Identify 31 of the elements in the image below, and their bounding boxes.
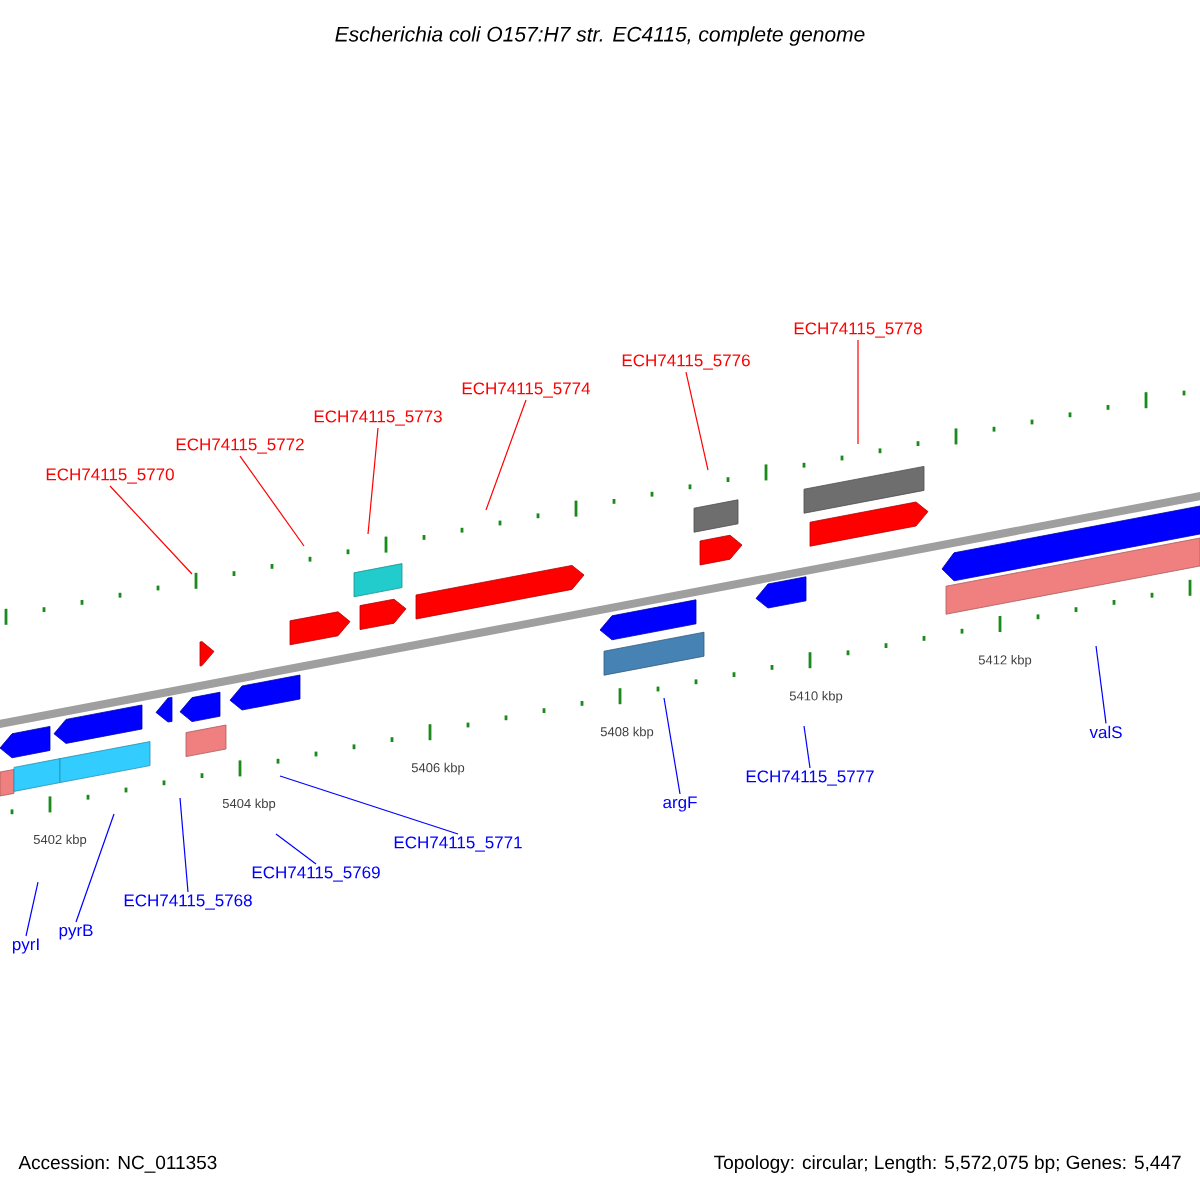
leader-line: [75, 813, 115, 923]
leader-line: [367, 427, 379, 535]
leader-line: [803, 725, 811, 769]
gene-label: ECH74115_5774: [462, 382, 591, 398]
gene-label: argF: [663, 796, 697, 812]
leader-line: [1095, 645, 1107, 724]
gene-label: valS: [1089, 725, 1122, 739]
gene-label: ECH74115_5771: [394, 836, 522, 852]
gene-label: ECH74115_5778: [794, 322, 922, 338]
leader-line: [485, 399, 527, 511]
gene-label: ECH74115_5769: [252, 866, 380, 882]
gene-label: ECH74115_5773: [314, 410, 442, 426]
gene-label: ECH74115_5777: [746, 770, 874, 786]
leader-line: [275, 833, 317, 865]
gene-label: ECH74115_5772: [176, 438, 304, 454]
leader-line: [279, 775, 459, 835]
gene-label: ECH74115_5770: [46, 468, 174, 484]
leader-line: [109, 485, 193, 575]
leader-line: [857, 339, 859, 445]
gene-label: pyrI: [12, 938, 39, 954]
accession-text: Accession: NC_011353: [18, 1155, 217, 1173]
leader-line: [663, 697, 681, 795]
gene-label: pyrB: [59, 924, 93, 940]
gene-label: ECH74115_5776: [622, 354, 750, 370]
leader-line: [179, 797, 189, 893]
leader-line: [239, 455, 305, 547]
genome-info-text: Topology: circular; Length: 5,572,075 bp; Genes: 5,447: [714, 1155, 1181, 1173]
gene-label: ECH74115_5768: [124, 894, 252, 910]
leader-line: [685, 371, 709, 471]
title: Escherichia coli O157:H7 str. EC4115, complete genome: [335, 26, 865, 46]
leader-line: [25, 881, 39, 937]
